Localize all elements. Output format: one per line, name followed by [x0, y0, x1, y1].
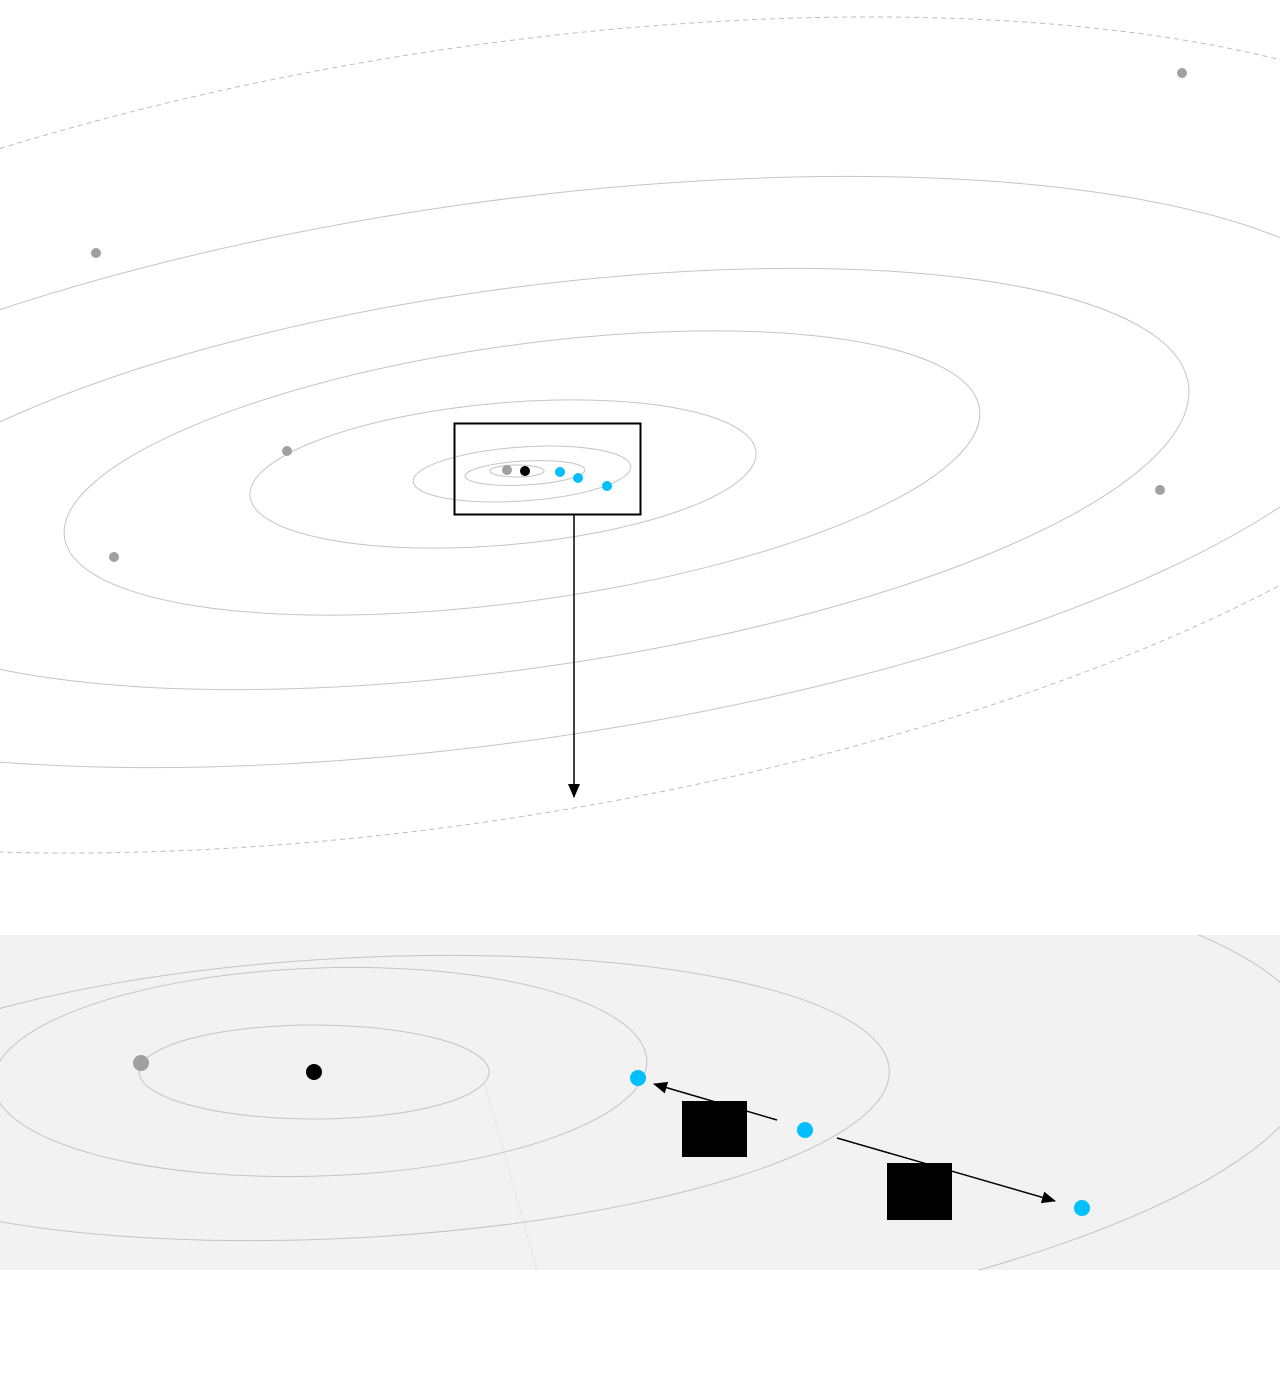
inset-orbit-3 — [0, 954, 890, 1242]
sun — [520, 466, 530, 476]
redacted-label-box — [887, 1163, 952, 1220]
highlight-planet — [573, 473, 583, 483]
planet — [1177, 68, 1187, 78]
inset-orbit-1 — [138, 1024, 490, 1120]
highlight-planet — [797, 1122, 813, 1138]
highlight-planet — [1074, 1200, 1090, 1216]
orbit-6 — [0, 267, 1190, 691]
highlight-planet — [602, 481, 612, 491]
highlight-planet — [555, 467, 565, 477]
orbit-7 — [0, 175, 1280, 769]
outer-orbit-dashed — [0, 16, 1280, 854]
planet — [502, 465, 512, 475]
planet — [109, 552, 119, 562]
planet — [1155, 485, 1165, 495]
planet — [91, 248, 101, 258]
planet — [133, 1055, 149, 1071]
zoom-inset — [0, 935, 1280, 1270]
orbit-1 — [489, 464, 545, 478]
planet — [282, 446, 292, 456]
orbit-3 — [412, 445, 632, 503]
zoom-region-box — [453, 422, 642, 516]
orbit-4 — [249, 399, 757, 549]
orbit-2 — [464, 460, 586, 486]
redacted-label-box — [682, 1101, 747, 1157]
highlight-planet — [630, 1070, 646, 1086]
faint-guide-line — [484, 1084, 538, 1270]
inset-orbit-2 — [0, 966, 648, 1178]
inset-background — [0, 935, 1280, 1270]
orbit-5 — [63, 330, 981, 616]
sun — [306, 1064, 322, 1080]
overview-system — [0, 16, 1280, 854]
